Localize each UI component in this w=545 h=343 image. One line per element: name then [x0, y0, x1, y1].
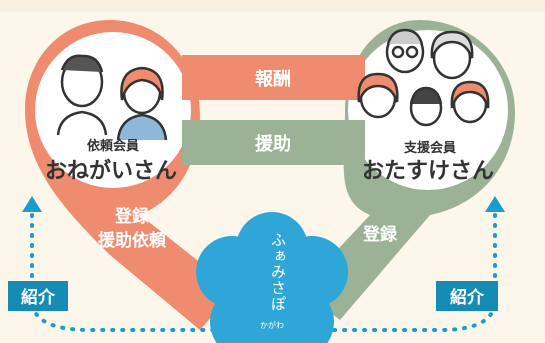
elder-man-icon	[385, 28, 425, 74]
intro-arrow-right	[328, 196, 505, 332]
supporter-role: 支援会員	[403, 140, 456, 156]
requester-action-line1: 登録	[114, 206, 150, 227]
man-icon	[56, 54, 108, 136]
intro-label-left: 紹介	[21, 287, 56, 308]
supporter-illustration	[357, 28, 490, 127]
intro-box-left: 紹介	[8, 281, 68, 311]
girl-icon	[357, 72, 399, 119]
intro-box-right: 紹介	[436, 281, 498, 311]
center-sub: かがわ	[260, 320, 284, 330]
young-woman-icon	[450, 80, 490, 124]
boy-icon	[409, 86, 443, 127]
band-reward: 報酬	[182, 55, 365, 100]
requester-name: おねがいさん	[45, 158, 177, 184]
supporter-name: おたすけさん	[362, 159, 494, 184]
band-assist: 援助	[182, 120, 365, 165]
center-logo: ふぁみさぽ かがわ	[196, 212, 348, 343]
requester-illustration	[56, 54, 168, 141]
elder-woman-icon	[430, 30, 474, 80]
woman-icon	[116, 66, 168, 141]
center-name: ふぁみさぽ	[269, 232, 287, 312]
arrow-up-icon	[485, 196, 505, 212]
band-assist-label: 援助	[255, 133, 291, 155]
top-strip	[0, 0, 545, 12]
arrow-up-icon	[22, 196, 42, 212]
supporter-action: 登録	[362, 224, 398, 245]
band-reward-label: 報酬	[255, 68, 291, 90]
intro-label-right: 紹介	[450, 287, 485, 308]
requester-action-line2: 援助依頼	[98, 230, 167, 251]
requester-role: 依頼会員	[87, 138, 139, 154]
intro-arrow-left	[22, 196, 217, 332]
